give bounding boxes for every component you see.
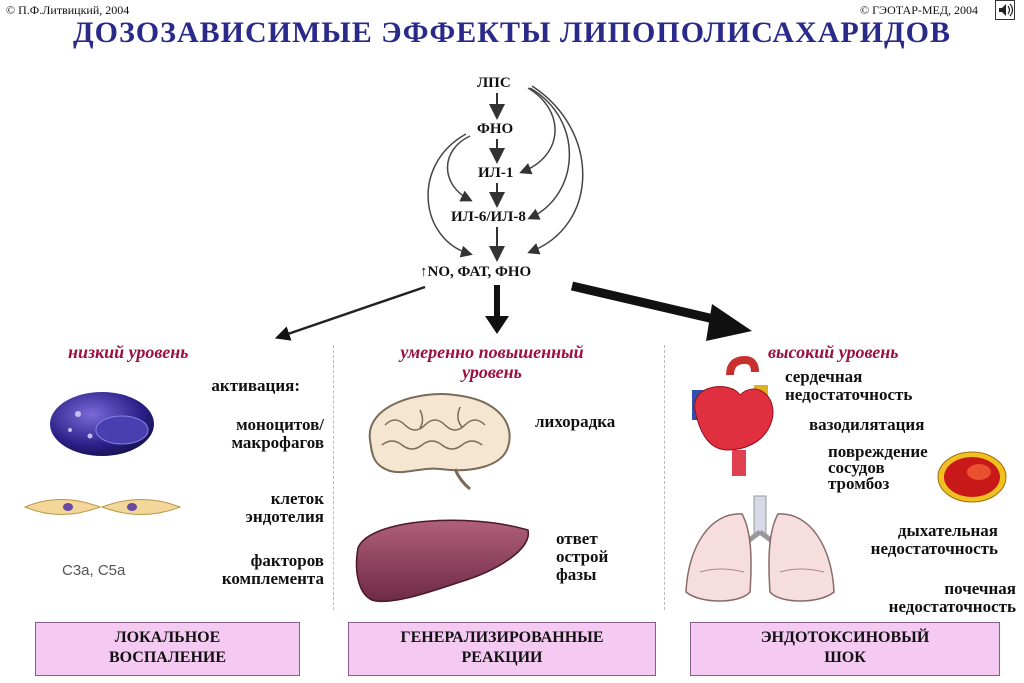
outcome-endotoxin-shock: ЭНДОТОКСИНОВЫЙ ШОК bbox=[690, 622, 1000, 676]
label-vessel-damage: повреждение сосудов тромбоз bbox=[828, 442, 928, 493]
node-mediators: ↑NO, ФАТ, ФНО bbox=[420, 264, 532, 280]
endothelial-cells-image bbox=[23, 499, 182, 515]
label-heart-failure: сердечная недостаточность bbox=[785, 367, 913, 404]
liver-image bbox=[355, 519, 529, 603]
node-lps: ЛПС bbox=[477, 75, 511, 91]
heart-image bbox=[692, 355, 774, 476]
macrophage-image bbox=[50, 392, 154, 456]
label-acute-phase: ответ острой фазы bbox=[556, 529, 609, 584]
label-vasodilation: вазодилятация bbox=[809, 415, 925, 434]
label-endothelium: клеток эндотелия bbox=[245, 489, 324, 526]
column-separator-left bbox=[333, 345, 334, 610]
thrombus-image bbox=[937, 451, 1007, 503]
brain-image bbox=[368, 393, 511, 491]
node-il1: ИЛ-1 bbox=[478, 165, 514, 181]
copyright-left: © П.Ф.Литвицкий, 2004 bbox=[6, 3, 130, 17]
complement-factors: C3a, C5a bbox=[62, 562, 126, 579]
lungs-image bbox=[685, 495, 835, 602]
level-low: низкий уровень bbox=[68, 342, 189, 362]
outcome-local-inflammation: ЛОКАЛЬНОЕ ВОСПАЛЕНИЕ bbox=[35, 622, 300, 676]
node-tnf: ФНО bbox=[477, 121, 514, 137]
node-il6-il8: ИЛ-6/ИЛ-8 bbox=[451, 209, 526, 225]
label-activation: активация: bbox=[211, 376, 300, 395]
outcome-generalized-reactions: ГЕНЕРАЛИЗИРОВАННЫЕ РЕАКЦИИ bbox=[348, 622, 656, 676]
column-separator-right bbox=[664, 345, 665, 610]
speaker-icon[interactable] bbox=[995, 0, 1015, 20]
label-respiratory-failure: дыхательная недостаточность bbox=[870, 521, 998, 558]
label-renal-failure: почечная недостаточность bbox=[888, 579, 1016, 616]
copyright-right: © ГЭОТАР-МЕД, 2004 bbox=[860, 3, 979, 17]
label-monocytes: моноцитов/ макрофагов bbox=[231, 415, 324, 452]
level-high: высокий уровень bbox=[768, 342, 899, 362]
level-moderate: умеренно повышенный уровень bbox=[400, 342, 584, 382]
page-title: ДОЗОЗАВИСИМЫЕ ЭФФЕКТЫ ЛИПОПОЛИСАХАРИДОВ bbox=[72, 16, 952, 49]
label-fever: лихорадка bbox=[535, 412, 616, 431]
label-complement: факторов комплемента bbox=[221, 551, 324, 588]
